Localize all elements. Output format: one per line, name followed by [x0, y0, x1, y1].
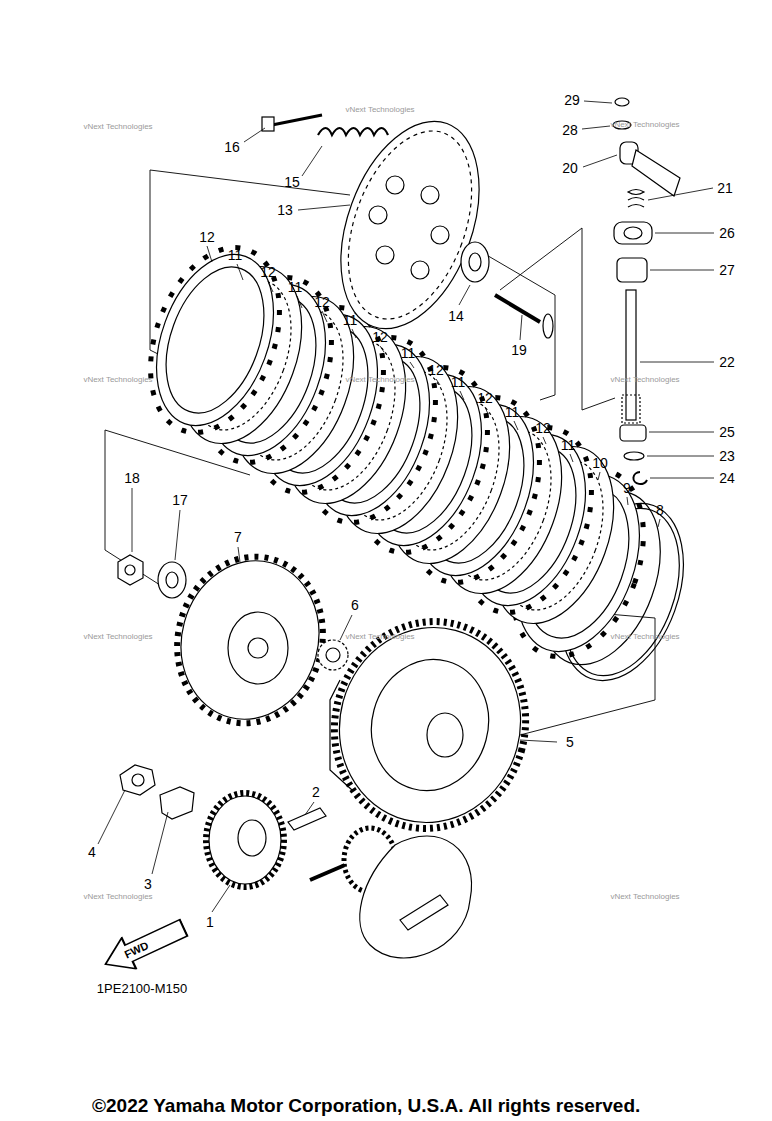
callout-number: 12 [260, 265, 276, 279]
watermark: vNext Technologies [610, 893, 679, 901]
callout-number: 20 [562, 161, 578, 175]
watermark: vNext Technologies [345, 106, 414, 114]
callout-number: 9 [623, 481, 631, 495]
watermark: vNext Technologies [83, 123, 152, 131]
callout-number: 10 [592, 456, 608, 470]
callout-number: 12 [372, 330, 388, 344]
callout-number: 1 [206, 915, 214, 929]
direction-arrow: FWD [97, 911, 193, 981]
callout-number: 4 [88, 845, 96, 859]
callout-number: 19 [511, 343, 527, 357]
watermark: vNext Technologies [345, 376, 414, 384]
watermark: vNext Technologies [345, 633, 414, 641]
callout-number: 11 [228, 248, 243, 262]
callout-number: 8 [656, 503, 664, 517]
callout-number: 7 [234, 530, 242, 544]
callout-number: 12 [428, 363, 444, 377]
watermark: vNext Technologies [610, 376, 679, 384]
callout-number: 12 [477, 391, 493, 405]
callout-number: 11 [288, 280, 303, 294]
callout-number: 22 [719, 355, 735, 369]
callout-number: 23 [719, 449, 735, 463]
callout-number: 12 [314, 295, 330, 309]
callout-number: 2 [312, 785, 320, 799]
callout-number: 11 [401, 346, 416, 360]
callout-number: 18 [124, 471, 140, 485]
callout-number: 26 [719, 226, 735, 240]
callout-number: 6 [351, 598, 359, 612]
callout-number: 25 [719, 425, 735, 439]
callout-number: 11 [343, 313, 358, 327]
copyright-notice: ©2022 Yamaha Motor Corporation, U.S.A. A… [92, 1096, 640, 1115]
callout-number: 13 [277, 203, 293, 217]
watermark: vNext Technologies [610, 633, 679, 641]
callout-number: 28 [562, 123, 578, 137]
callout-number: 16 [224, 140, 240, 154]
callout-number: 3 [144, 877, 152, 891]
watermark: vNext Technologies [83, 376, 152, 384]
callout-number: 21 [717, 181, 733, 195]
callout-number: 11 [451, 375, 466, 389]
callout-number: 11 [505, 405, 520, 419]
callout-number: 5 [566, 735, 574, 749]
callout-number: 12 [535, 421, 551, 435]
watermark: vNext Technologies [83, 633, 152, 641]
callout-number: 14 [448, 309, 464, 323]
callout-number: 29 [564, 93, 580, 107]
diagram-code: 1PE2100-M150 [97, 982, 187, 995]
callout-number: 27 [719, 263, 735, 277]
callout-number: 12 [199, 230, 215, 244]
callout-number: 24 [719, 471, 735, 485]
watermark: vNext Technologies [83, 893, 152, 901]
callout-number: 11 [561, 438, 576, 452]
callout-number: 15 [284, 175, 300, 189]
watermark: vNext Technologies [610, 121, 679, 129]
callout-number: 17 [172, 493, 188, 507]
